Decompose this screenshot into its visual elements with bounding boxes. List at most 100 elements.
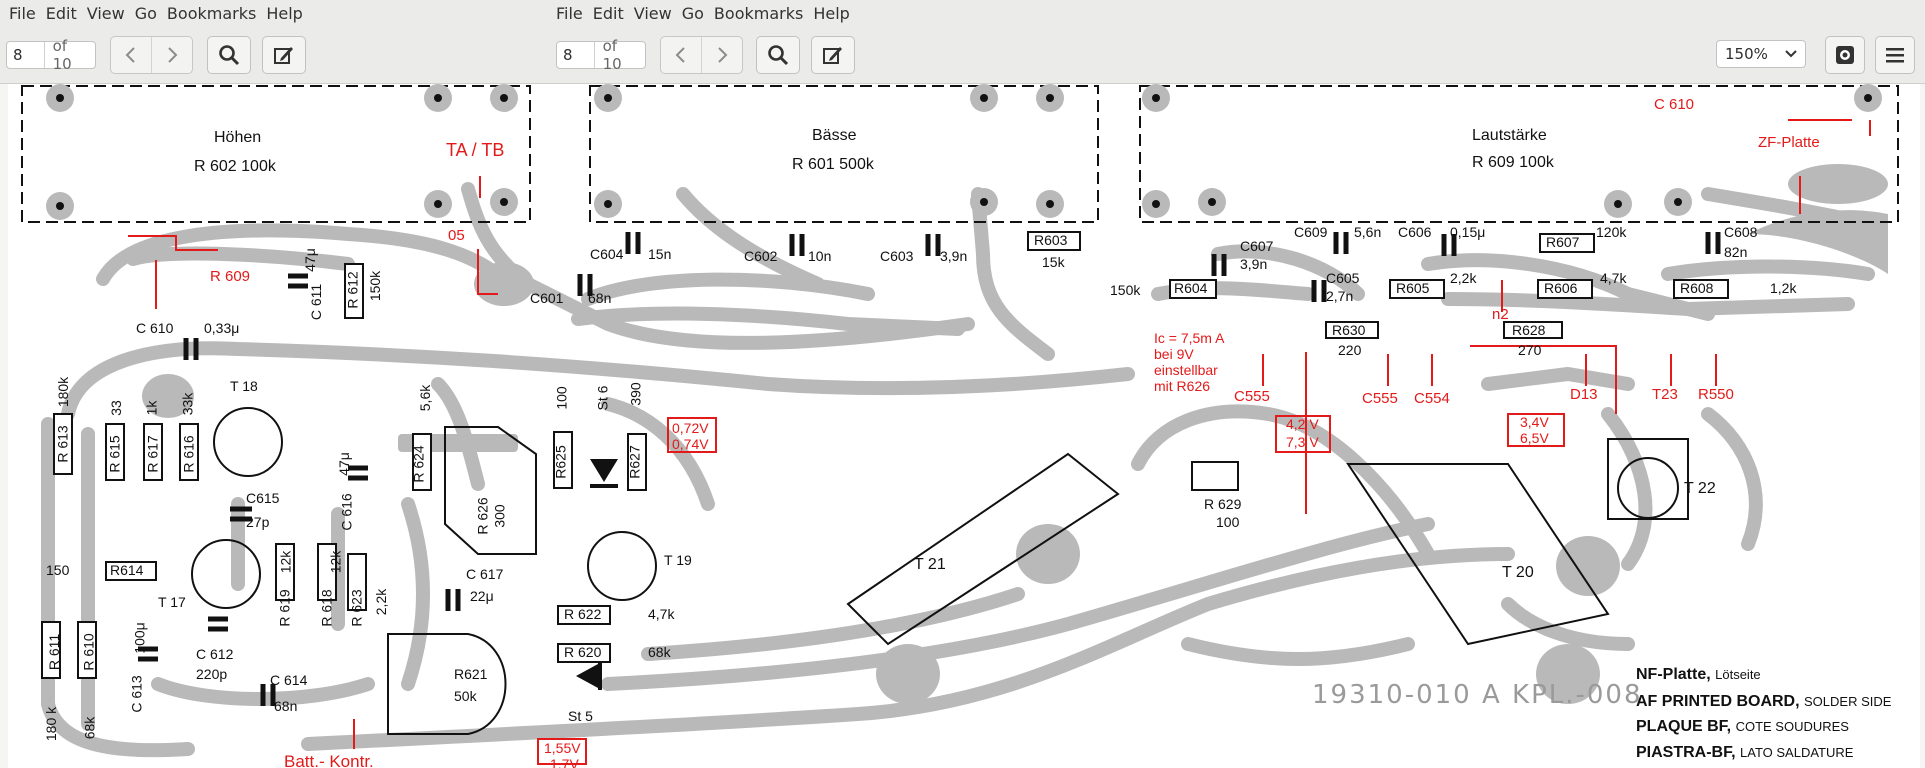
pot-label-hoehen: Höhen — [214, 129, 262, 146]
menu-left: File Edit View Go Bookmarks Help — [4, 4, 308, 24]
label-r620-val: 68k — [648, 644, 671, 660]
label-1-55v: 1,55V — [544, 740, 581, 756]
label-r606-val: 4,7k — [1600, 270, 1627, 286]
label-c614-val: 68n — [274, 698, 298, 714]
page-number-input[interactable]: 8 — [7, 42, 45, 68]
document-view[interactable]: Höhen R 602 100k Bässe R 601 500k Lautst… — [0, 84, 1925, 768]
label-c614: C 614 — [270, 672, 308, 688]
label-r611-val: 180 k — [43, 706, 60, 742]
menu-help-2[interactable]: Help — [813, 4, 850, 23]
page-count-label: of 10 — [52, 37, 72, 73]
label-t22: T 22 — [1684, 480, 1716, 497]
zoom-select[interactable]: 150% — [1716, 40, 1806, 68]
label-r622-val: 4,7k — [648, 606, 675, 622]
chevron-down-icon — [1785, 50, 1797, 58]
menu-edit-2[interactable]: Edit — [592, 4, 624, 23]
main-menu-button[interactable] — [1875, 36, 1915, 74]
menu-go-2[interactable]: Go — [681, 4, 704, 23]
label-150: 150 — [46, 562, 70, 578]
menu-go[interactable]: Go — [134, 4, 157, 23]
menu-bookmarks[interactable]: Bookmarks — [166, 4, 257, 23]
menu-right: File Edit View Go Bookmarks Help — [551, 4, 855, 24]
pot-value-r609: R 609 100k — [1472, 154, 1554, 171]
label-r616: R 616 — [180, 435, 197, 473]
label-c613: C 613 — [128, 675, 145, 713]
hamburger-menu-icon — [1886, 48, 1904, 63]
label-n2: n2 — [1492, 306, 1509, 323]
schematic-page: Höhen R 602 100k Bässe R 601 500k Lautst… — [8, 84, 1920, 768]
label-t23: T23 — [1652, 386, 1678, 403]
label-c603: C603 — [880, 248, 914, 264]
search-button-2[interactable] — [756, 36, 800, 74]
caption-de: NF-Platte, Lötseite — [1636, 666, 1761, 684]
label-t18: T 18 — [230, 378, 258, 394]
page-nav-group — [110, 36, 193, 74]
settings-icon — [1836, 46, 1854, 64]
label-c608-val: 82n — [1724, 244, 1748, 260]
menu-file-2[interactable]: File — [556, 4, 583, 23]
label-r613: R 613 — [54, 425, 71, 463]
label-st6: St 6 — [594, 385, 611, 411]
menu-help[interactable]: Help — [266, 4, 303, 23]
menu-view-2[interactable]: View — [633, 4, 672, 23]
label-ic3: einstellbar — [1154, 362, 1218, 378]
settings-button[interactable] — [1825, 36, 1865, 74]
caption-de-main: NF-Platte, — [1636, 666, 1711, 683]
label-c604-val: 15n — [648, 246, 672, 262]
label-r625-val: 100 — [553, 386, 570, 410]
zoom-value: 150% — [1725, 45, 1768, 63]
label-r629-val: 100 — [1216, 514, 1240, 530]
next-page-button[interactable] — [151, 37, 192, 73]
label-6-5v: 6,5V — [1520, 430, 1549, 446]
menu-file[interactable]: File — [9, 4, 36, 23]
label-c555-a: C555 — [1234, 388, 1270, 405]
page-nav-group-2 — [660, 36, 743, 74]
previous-page-button-2[interactable] — [661, 37, 701, 73]
label-r616-val: 33k — [179, 392, 196, 416]
label-r629: R 629 — [1204, 496, 1242, 512]
label-r617: R 617 — [144, 435, 161, 473]
search-button[interactable] — [207, 36, 251, 74]
label-150k: 150k — [1110, 282, 1141, 298]
annotate-button[interactable] — [262, 36, 306, 74]
page-number-field-2[interactable]: 8 of 10 — [556, 37, 646, 73]
label-c604: C604 — [590, 246, 624, 262]
label-0-74v: 0,74V — [672, 436, 709, 452]
label-c602: C602 — [744, 248, 778, 264]
label-c602-val: 10n — [808, 248, 832, 264]
page-count-label-2: of 10 — [602, 37, 622, 73]
label-c605-val: 2,7n — [1326, 288, 1354, 304]
previous-page-button[interactable] — [111, 37, 151, 73]
label-r627-val: 390 — [627, 382, 644, 406]
label-r605-val: 2,2k — [1450, 270, 1477, 286]
label-7-3v: 7,3 V — [1286, 434, 1319, 450]
page-number-field[interactable]: 8 of 10 — [6, 37, 96, 73]
label-r621: R621 — [454, 666, 488, 682]
menu-bookmarks-2[interactable]: Bookmarks — [713, 4, 804, 23]
edit-icon — [274, 47, 293, 64]
label-r603-val: 15k — [1042, 254, 1065, 270]
next-page-button-2[interactable] — [701, 37, 742, 73]
label-c610-val: 0,33μ — [204, 320, 240, 336]
label-r605: R605 — [1396, 280, 1430, 296]
label-c607: C607 — [1240, 238, 1274, 254]
label-r619-val: 12k — [277, 550, 294, 574]
page-number-input-2[interactable]: 8 — [557, 42, 595, 68]
label-c612-val: 220p — [196, 666, 228, 682]
label-r626: R 626 — [474, 497, 491, 535]
label-r603: R603 — [1034, 232, 1068, 248]
label-ic2: bei 9V — [1154, 346, 1194, 362]
annotate-button-2[interactable] — [811, 36, 855, 74]
label-c611: C 611 — [308, 283, 325, 321]
label-r615: R 615 — [106, 435, 123, 473]
menu-view[interactable]: View — [86, 4, 125, 23]
label-r624: R 624 — [410, 445, 427, 483]
part-number: 19310-010 A KPL.-008 — [1312, 680, 1643, 710]
label-r630: R630 — [1332, 322, 1366, 338]
label-c612: C 612 — [196, 646, 234, 662]
menu-edit[interactable]: Edit — [45, 4, 77, 23]
label-r608-val: 1,2k — [1770, 280, 1797, 296]
chevron-right-icon — [718, 47, 728, 63]
label-05: 05 — [448, 227, 465, 244]
label-r607-val: 120k — [1596, 224, 1627, 240]
